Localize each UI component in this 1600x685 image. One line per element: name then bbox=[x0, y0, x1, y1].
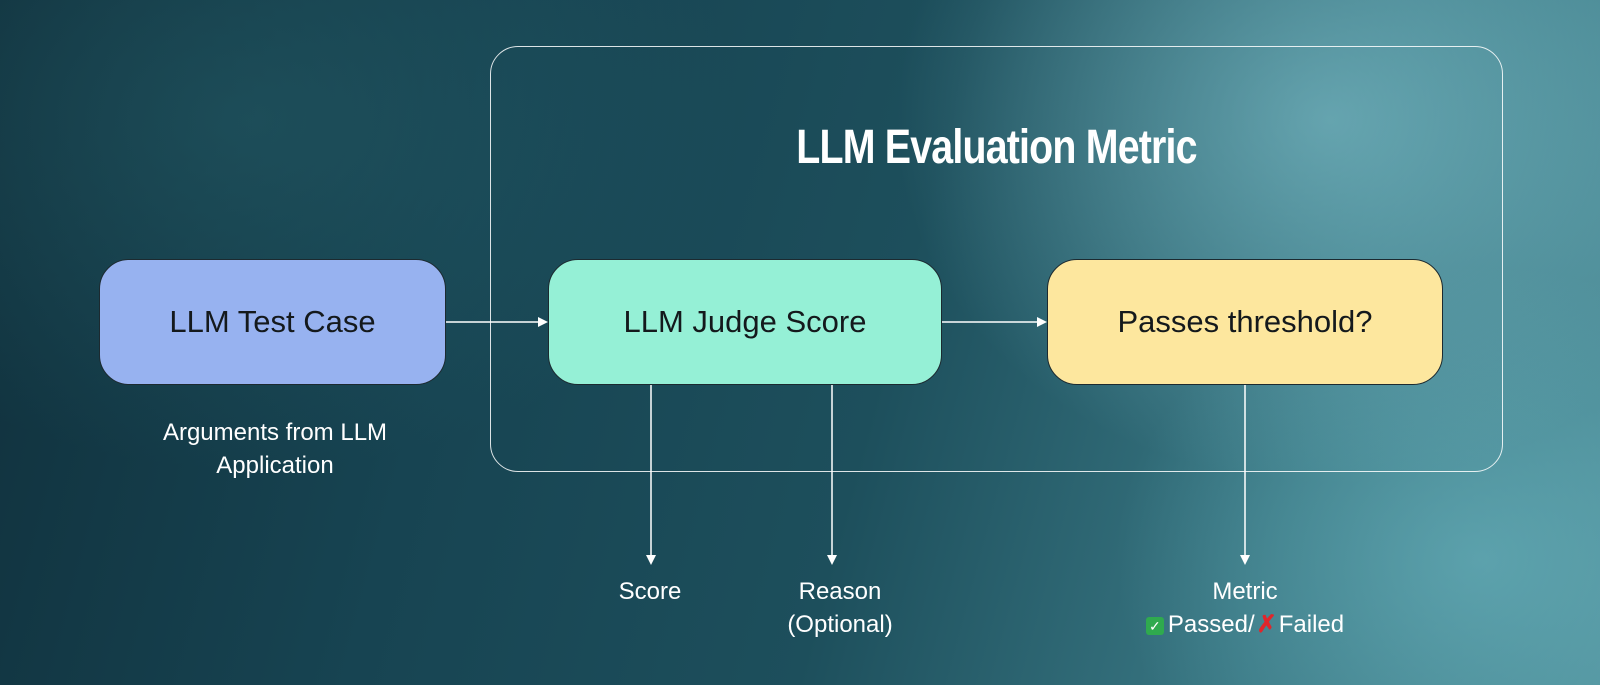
score-label: Score bbox=[618, 578, 682, 605]
failed-text: Failed bbox=[1278, 611, 1345, 638]
arguments-label-line1: Arguments from LLM bbox=[162, 419, 388, 446]
metric-label: Metric ✓Passed/✗Failed bbox=[1095, 575, 1395, 641]
passed-text: Passed bbox=[1167, 611, 1248, 638]
metric-result-line: ✓Passed/✗Failed bbox=[1095, 608, 1395, 641]
x-mark-icon: ✗ bbox=[1256, 611, 1277, 638]
reason-label-line1: Reason bbox=[798, 578, 882, 605]
frame-title: LLM Evaluation Metric bbox=[796, 121, 1197, 174]
judge-score-node: LLM Judge Score bbox=[548, 259, 942, 385]
reason-label-line2: (Optional) bbox=[787, 611, 893, 638]
check-box-icon: ✓ bbox=[1145, 617, 1164, 635]
evaluation-metric-frame bbox=[490, 46, 1503, 472]
arguments-label: Arguments from LLM Application bbox=[120, 416, 430, 482]
reason-label: Reason (Optional) bbox=[740, 575, 940, 641]
threshold-node: Passes threshold? bbox=[1047, 259, 1443, 385]
metric-label-line1: Metric bbox=[1212, 578, 1278, 605]
slash-text: / bbox=[1247, 611, 1255, 638]
arguments-label-line2: Application bbox=[216, 452, 334, 479]
test-case-node: LLM Test Case bbox=[99, 259, 446, 385]
